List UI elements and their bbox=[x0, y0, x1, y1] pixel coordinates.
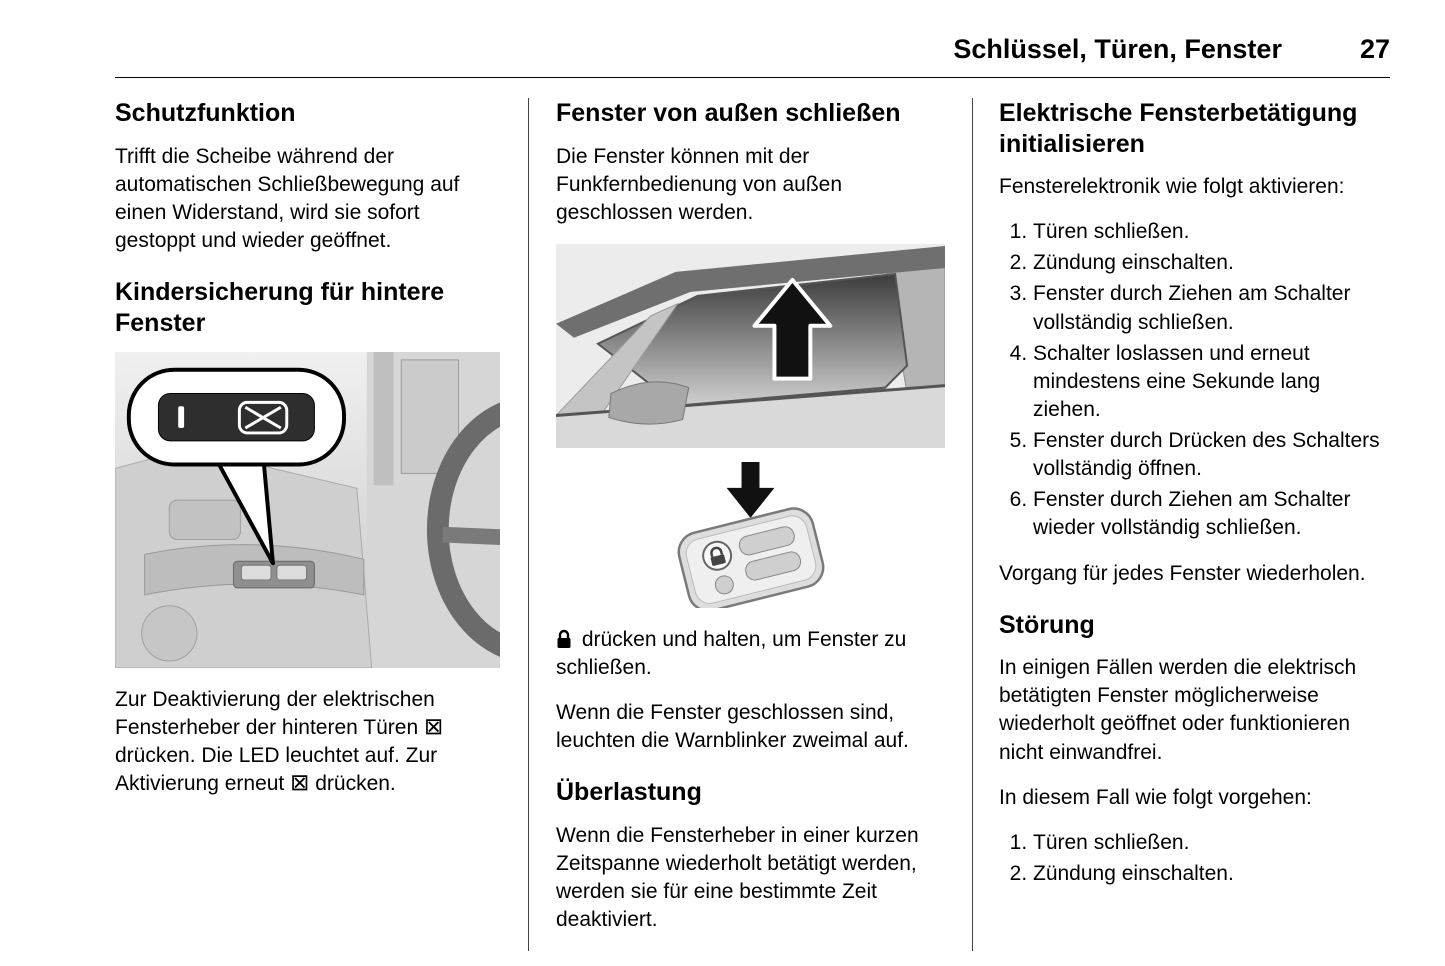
fob-button-3 bbox=[745, 551, 802, 581]
list-item: Fenster durch Ziehen am Schalter vollstä… bbox=[1033, 280, 1390, 336]
page-title: Schlüssel, Türen, Fenster bbox=[953, 34, 1282, 64]
door-illustration bbox=[115, 352, 500, 668]
paragraph-schutzfunktion: Trifft die Scheibe während der automatis… bbox=[115, 144, 460, 252]
list-item: Türen schließen. bbox=[1033, 829, 1390, 857]
steering-wheel bbox=[426, 402, 500, 657]
section-heading-kindersicherung: Kindersicherung für hintere Fenster bbox=[115, 278, 445, 337]
content-columns: Schutzfunktion Trifft die Scheibe währen… bbox=[115, 98, 1390, 952]
fob-button-2 bbox=[738, 526, 795, 556]
column-1: Schutzfunktion Trifft die Scheibe währen… bbox=[115, 98, 528, 951]
list-item: Türen schließen. bbox=[1033, 218, 1390, 246]
paragraph-stoerung: In einigen Fällen werden die elektrisch … bbox=[999, 656, 1357, 764]
door-illustration-svg bbox=[115, 352, 500, 668]
list-item: Fenster durch Drücken des Schalters voll… bbox=[1033, 427, 1390, 483]
section-heading-ueberlastung: Überlastung bbox=[556, 778, 702, 807]
paragraph-funkfernbedienung: Die Fenster können mit der Funkfernbedie… bbox=[556, 144, 843, 224]
window-disable-icon bbox=[237, 400, 289, 435]
down-arrow-icon bbox=[726, 462, 775, 519]
paragraph-kindersicherung: Zur Deaktivierung der elektrischen Fenst… bbox=[115, 686, 500, 799]
key-fob-illustration bbox=[556, 458, 945, 608]
paragraph-kindersicherung-part3: drücken. bbox=[309, 772, 396, 796]
window-disable-glyph-icon: ⊠ bbox=[423, 713, 444, 740]
paragraph-lock-hold-text: drücken und halten, um Fenster zu schlie… bbox=[556, 627, 907, 680]
window-close-illustration bbox=[556, 243, 945, 449]
column-3: Elektrische Fensterbetätigung initialisi… bbox=[973, 98, 1390, 951]
paragraph-ueberlastung: Wenn die Fensterheber in einer kurzen Ze… bbox=[556, 823, 919, 932]
section-heading-initialisieren: Elektrische Fensterbetätigung initialisi… bbox=[999, 99, 1358, 158]
section-heading-stoerung: Störung bbox=[999, 610, 1095, 639]
up-arrow-icon bbox=[752, 277, 833, 381]
activation-steps-list: Türen schließen. Zündung einschalten. Fe… bbox=[999, 218, 1390, 542]
child-lock-button bbox=[157, 392, 315, 442]
door-handle-recess bbox=[168, 499, 241, 541]
paragraph-lock-hold: drücken und halten, um Fenster zu schlie… bbox=[556, 626, 945, 682]
pillar-trim bbox=[373, 352, 394, 486]
paragraph-kindersicherung-part1: Zur Deaktivierung der elektrischen Fenst… bbox=[115, 687, 435, 740]
list-item: Zündung einschalten. bbox=[1033, 860, 1390, 888]
column-divider bbox=[972, 98, 973, 952]
section-heading-schutzfunktion: Schutzfunktion bbox=[115, 99, 296, 127]
door-speaker bbox=[141, 605, 198, 662]
led-indicator bbox=[178, 406, 185, 429]
steering-spoke bbox=[442, 526, 500, 546]
paragraph-wiederholen: Vorgang für jedes Fenster wiederholen. bbox=[999, 561, 1366, 585]
paragraph-aktivieren-intro: Fensterelektronik wie folgt aktivieren: bbox=[999, 175, 1345, 198]
header-rule bbox=[115, 77, 1390, 78]
list-item: Zündung einschalten. bbox=[1033, 249, 1390, 277]
column-2: Fenster von außen schließen Die Fenster … bbox=[529, 98, 972, 951]
lock-icon bbox=[557, 629, 571, 648]
roof-line bbox=[556, 245, 945, 338]
page-number: 27 bbox=[1359, 34, 1390, 64]
list-item: Fenster durch Ziehen am Schalter wieder … bbox=[1033, 486, 1390, 542]
paragraph-kindersicherung-part2: drücken. Die LED leuchtet auf. Zur Aktiv… bbox=[115, 744, 438, 796]
paragraph-warnblinker: Wenn die Fenster geschlossen sind, leuch… bbox=[556, 701, 909, 753]
window-close-svg bbox=[556, 243, 945, 449]
section-heading-fenster-aussen: Fenster von außen schließen bbox=[556, 99, 901, 127]
page-header: Schlüssel, Türen, Fenster 27 bbox=[115, 34, 1390, 77]
paragraph-vorgehen: In diesem Fall wie folgt vorgehen: bbox=[999, 785, 1312, 809]
list-item: Schalter loslassen und erneut mindestens… bbox=[1033, 340, 1390, 424]
fob-button-4 bbox=[714, 575, 734, 595]
fault-steps-list: Türen schließen. Zündung einschalten. bbox=[999, 829, 1390, 888]
window-switch-left bbox=[240, 564, 272, 581]
column-divider bbox=[528, 98, 529, 952]
side-mirror bbox=[608, 381, 690, 425]
window-disable-glyph-icon: ⊠ bbox=[290, 769, 310, 796]
key-fob-svg bbox=[556, 458, 945, 608]
door-body bbox=[556, 385, 945, 449]
key-fob bbox=[677, 507, 825, 608]
window-switch-right bbox=[276, 564, 308, 581]
